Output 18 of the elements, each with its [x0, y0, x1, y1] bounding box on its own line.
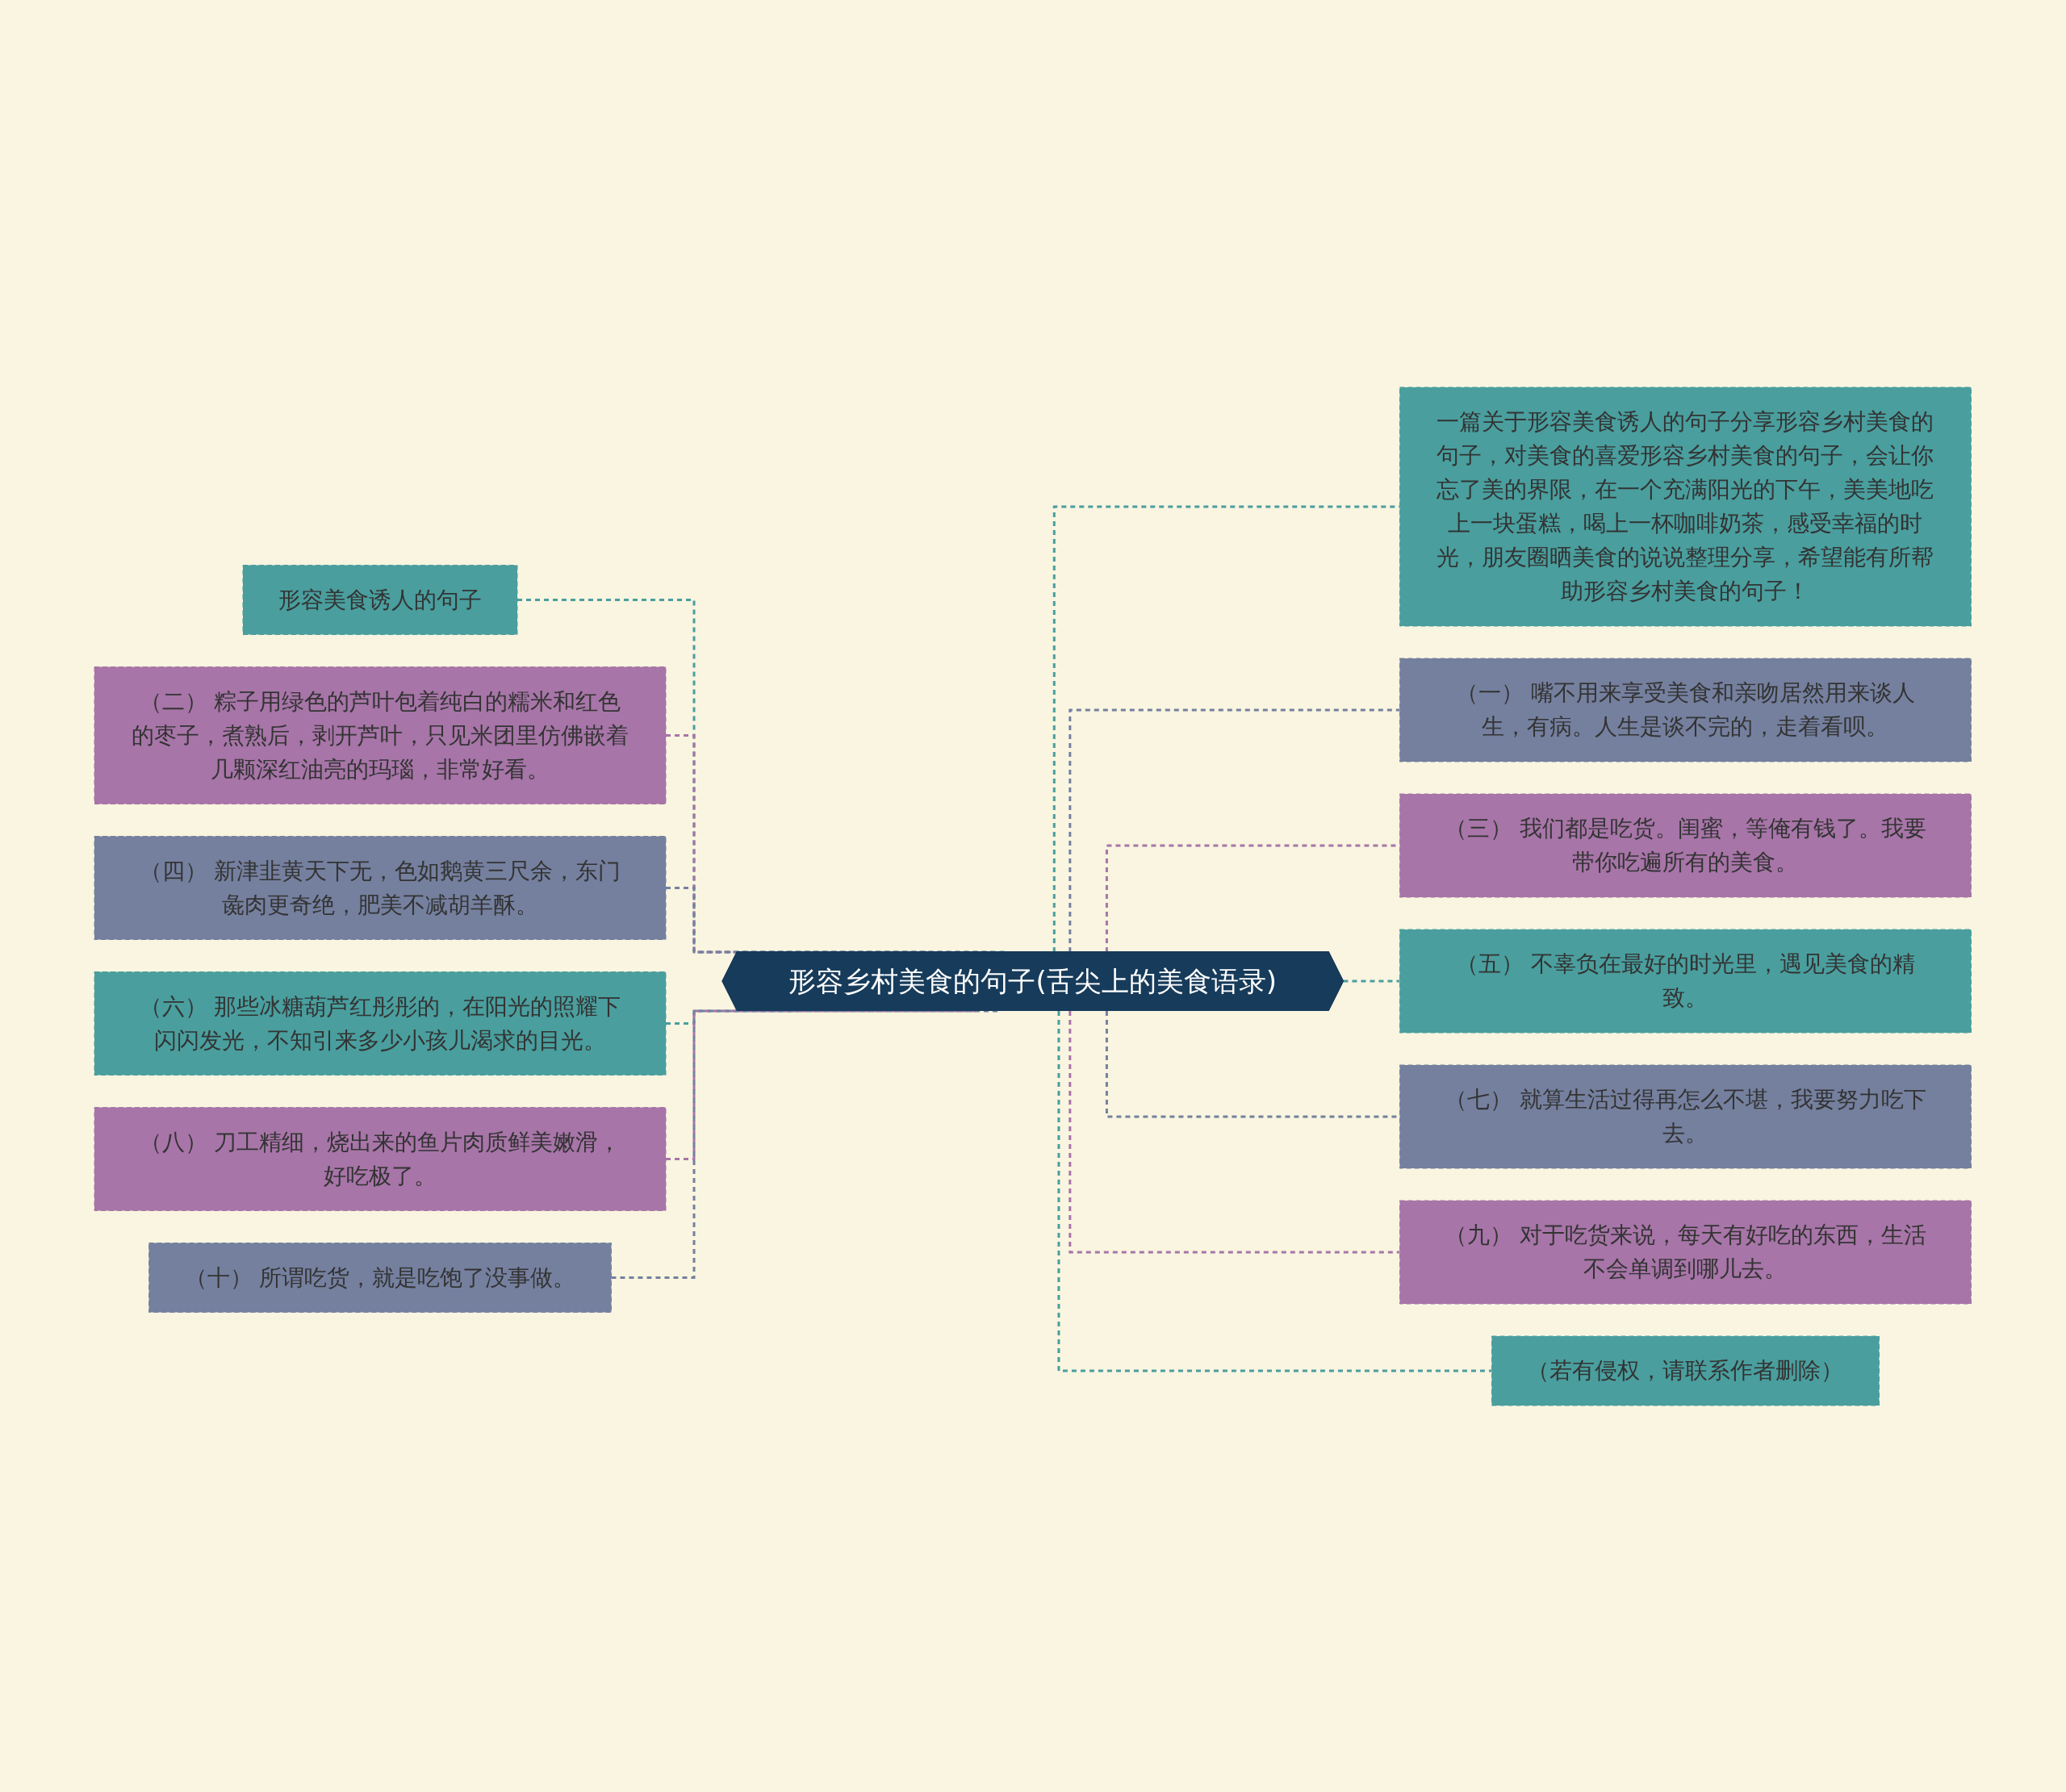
connector [1057, 1010, 1492, 1372]
node-box: （三） 我们都是吃货。闺蜜，等俺有钱了。我要带你吃遍所有的美食。 [1399, 793, 1972, 897]
connector [1069, 1010, 1400, 1253]
node-box: （七） 就算生活过得再怎么不堪，我要努力吃下去。 [1399, 1064, 1972, 1168]
node-box: （四） 新津韭黄天下无，色如鹅黄三尺余，东门彘肉更奇绝，肥美不减胡羊酥。 [94, 835, 667, 940]
connector [1053, 505, 1400, 952]
node-box: 形容美食诱人的句子 [242, 564, 518, 635]
node-box: 一篇关于形容美食诱人的句子分享形容乡村美食的句子，对美食的喜爱形容乡村美食的句子，会让你忘了美的界限，在一个充满阳光的下午，美美地吃上一块蛋糕，喝上一杯咖啡奶茶，感受幸福的时光，朋友圈晒美食的说说整理分享，希望能有所帮助形容乡村美食的句子！ [1399, 386, 1972, 626]
node-box: （十） 所谓吃货，就是吃饱了没事做。 [148, 1242, 613, 1313]
node-box: （八） 刀工精细，烧出来的鱼片肉质鲜美嫩滑，好吃极了。 [94, 1106, 667, 1211]
node-box: （五） 不辜负在最好的时光里，遇见美食的精致。 [1399, 929, 1972, 1033]
node-box: （九） 对于吃货来说，每天有好吃的东西，生活不会单调到哪儿去。 [1399, 1200, 1972, 1304]
node-box: （二） 粽子用绿色的芦叶包着纯白的糯米和红色的枣子，煮熟后，剥开芦叶，只见米团里仿佛嵌着几颗深红油亮的玛瑙，非常好看。 [94, 666, 667, 804]
node-box: （一） 嘴不用来享受美食和亲吻居然用来谈人生，有病。人生是谈不完的，走着看呗。 [1399, 658, 1972, 762]
connector [1069, 708, 1400, 952]
node-box: （六） 那些冰糖葫芦红彤彤的，在阳光的照耀下闪闪发光，不知引来多少小孩儿渴求的目光。 [94, 971, 667, 1076]
node-box: （若有侵权，请联系作者删除） [1491, 1335, 1880, 1406]
connector [1342, 980, 1400, 983]
